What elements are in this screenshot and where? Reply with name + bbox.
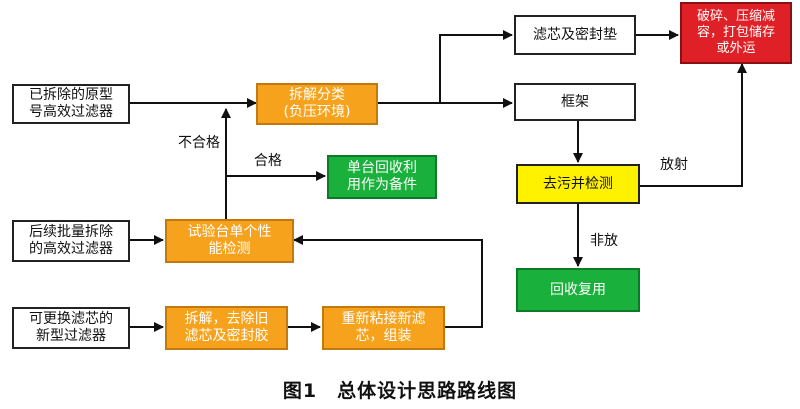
figure-caption: 图1 总体设计思路路线图 (282, 380, 518, 402)
label-radioactive: 放射 (660, 157, 688, 173)
node-crush-compress-store: 破碎、压缩减 容，打包储存 或外运 (680, 2, 792, 64)
node-label: 破碎、压缩减 容，打包储存 或外运 (696, 9, 775, 56)
node-label: 可更换滤芯的 新型过滤器 (29, 311, 113, 344)
node-label: 框架 (561, 93, 589, 110)
arrow-reglue-to-bench (293, 235, 483, 328)
node-disassemble-classify: 拆解分类 (负压环境) (256, 83, 378, 125)
node-label: 重新粘接新滤 芯，组装 (341, 311, 426, 344)
node-label: 单台回收利 用作为备件 (347, 160, 417, 193)
node-label: 拆解分类 (负压环境) (283, 87, 351, 120)
node-batch-removed-filter: 后续批量拆除 的高效过滤器 (12, 220, 130, 262)
node-label: 试验台单个性 能检测 (187, 224, 272, 257)
label-unqualified: 不合格 (178, 135, 220, 151)
node-bench-test: 试验台单个性 能检测 (165, 219, 294, 263)
arrow-decon-to-crush (640, 63, 747, 187)
node-single-recycle-spare: 单台回收利 用作为备件 (327, 155, 437, 199)
node-replaceable-new-filter: 可更换滤芯的 新型过滤器 (12, 307, 130, 349)
node-decontaminate-inspect: 去污并检测 (516, 164, 640, 204)
node-label: 滤芯及密封垫 (533, 26, 617, 43)
node-reglue-assemble: 重新粘接新滤 芯，组装 (322, 306, 445, 350)
node-removed-original-filter: 已拆除的原型 号高效过滤器 (12, 84, 130, 124)
node-label: 后续批量拆除 的高效过滤器 (29, 224, 113, 257)
node-label: 已拆除的原型 号高效过滤器 (29, 87, 113, 120)
node-frame: 框架 (514, 83, 636, 121)
node-label: 回收复用 (550, 281, 606, 298)
label-qualified: 合格 (254, 153, 282, 169)
label-non-radioactive: 非放 (590, 233, 618, 249)
arrow-classify-to-filter (378, 30, 513, 104)
node-label: 去污并检测 (543, 175, 613, 192)
node-disassemble-remove: 拆解，去除旧 滤芯及密封胶 (165, 306, 288, 350)
node-label: 拆解，去除旧 滤芯及密封胶 (184, 311, 269, 344)
node-filter-and-gasket: 滤芯及密封垫 (514, 15, 636, 55)
node-recycle-reuse: 回收复用 (516, 268, 640, 312)
